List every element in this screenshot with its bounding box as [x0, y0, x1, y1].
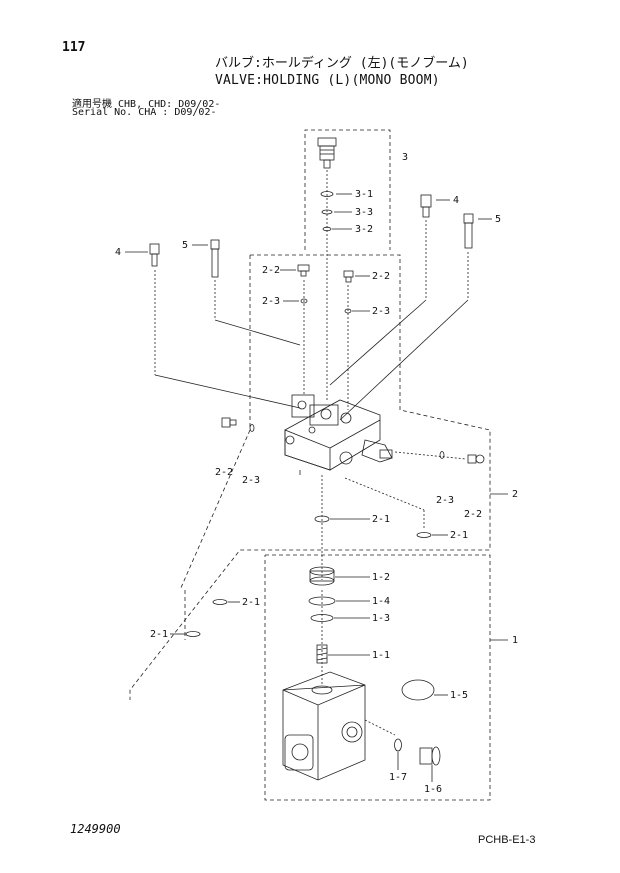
callout-2-1-center: 2-1 [372, 514, 390, 525]
footer-reference: PCHB-E1-3 [478, 834, 536, 846]
group-1-boundary [264, 554, 491, 801]
plug-2-2-top-left [297, 264, 310, 277]
callout-2-3-top-left: 2-3 [262, 296, 280, 307]
bolt-5-left [210, 239, 301, 346]
oring-1-7 [394, 738, 402, 752]
callout-2-2-top-right: 2-2 [372, 271, 390, 282]
callout-2-1-right: 2-1 [450, 530, 468, 541]
spring-seat-1-2 [309, 566, 335, 586]
title-japanese: バルブ:ホールディング (左)(モノブーム) [215, 56, 469, 71]
callout-1: 1 [512, 635, 518, 646]
callout-1-7: 1-7 [389, 772, 407, 783]
callout-2-3-top-right: 2-3 [372, 306, 390, 317]
callout-1-2: 1-2 [372, 572, 390, 583]
callout-2-2-right: 2-2 [464, 509, 482, 520]
callout-3-1: 3-1 [355, 189, 373, 200]
callout-2-1-left-lower: 2-1 [150, 629, 168, 640]
bolt-4-right [329, 194, 432, 386]
plug-2-2-top-right [343, 270, 354, 283]
callout-1-3: 1-3 [372, 613, 390, 624]
callout-1-4: 1-4 [372, 596, 390, 607]
callout-4-right: 4 [453, 195, 459, 206]
callout-1-5: 1-5 [450, 690, 468, 701]
callout-2-3-left: 2-3 [242, 475, 260, 486]
holding-valve-body [284, 394, 393, 475]
plug-1-6 [419, 746, 441, 766]
callout-3: 3 [402, 152, 408, 163]
page-number: 117 [62, 40, 86, 55]
seal-2-3-left [249, 424, 255, 432]
callout-4-left: 4 [115, 247, 121, 258]
oring-2-1-right [416, 532, 432, 538]
callout-3-3: 3-3 [355, 207, 373, 218]
applicable-models: 適用号機 CHB, CHD: D09/02- [72, 99, 221, 110]
oring-2-1-left-upper [212, 599, 228, 605]
oring-1-5 [401, 679, 435, 701]
seal-2-3-right [439, 451, 445, 459]
group-2-boundary [129, 254, 491, 700]
plug-2-2-left [221, 417, 237, 428]
callout-2-2-top-left: 2-2 [262, 265, 280, 276]
callout-3-2: 3-2 [355, 224, 373, 235]
callout-2-3-right: 2-3 [436, 495, 454, 506]
callout-5-right: 5 [495, 214, 501, 225]
valve-housing-1 [282, 671, 396, 781]
check-valve-plug [317, 137, 337, 169]
bolt-4-left [149, 243, 301, 409]
title-english: VALVE:HOLDING (L)(MONO BOOM) [215, 73, 440, 88]
ring-1-4 [308, 596, 336, 606]
callout-2-1-left-upper: 2-1 [242, 597, 260, 608]
callout-1-1: 1-1 [372, 650, 390, 661]
plug-2-2-right [467, 454, 485, 464]
seal-2-3-top-left [300, 298, 308, 304]
callout-5-left: 5 [182, 240, 188, 251]
callout-2-2-left: 2-2 [215, 467, 233, 478]
callout-2: 2 [512, 489, 518, 500]
serial-number-range: Serial No. CHA : D09/02- [72, 107, 217, 118]
callout-1-6: 1-6 [424, 784, 442, 795]
bolt-5-right [339, 213, 474, 421]
group-3-boundary [304, 129, 391, 250]
footer-code: 1249900 [70, 822, 121, 836]
oring-2-1-left-lower [185, 631, 201, 637]
